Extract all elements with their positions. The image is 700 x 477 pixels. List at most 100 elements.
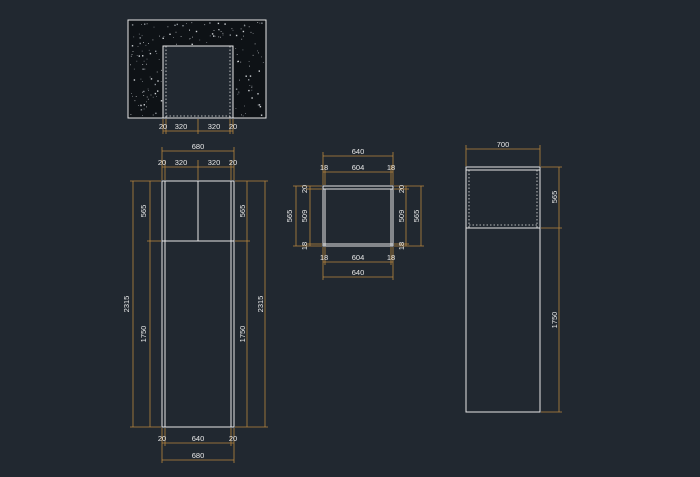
front-dim-right-lower: 1750 [238, 326, 247, 343]
granite-speckle [158, 59, 160, 60]
granite-speckle [189, 29, 190, 30]
granite-speckle [248, 61, 250, 62]
granite-speckle [146, 58, 148, 60]
granite-speckle [136, 60, 138, 62]
granite-speckle [243, 24, 246, 27]
granite-speckle [249, 75, 252, 77]
section-dim-label: 18 [320, 163, 328, 172]
granite-speckle [149, 52, 152, 55]
section-dim-label: 604 [352, 253, 365, 262]
granite-speckle [152, 114, 154, 116]
granite-speckle [252, 33, 254, 34]
granite-speckle [213, 35, 215, 37]
granite-speckle [169, 33, 171, 35]
granite-speckle [251, 85, 253, 87]
granite-speckle [153, 26, 155, 28]
section-dim-right-inner: 509 [397, 210, 406, 223]
granite-speckle [236, 54, 238, 55]
granite-speckle [238, 92, 240, 94]
granite-speckle [238, 91, 240, 93]
section-dim-left-small-top: 20 [300, 185, 309, 193]
section-dim-bottom-total-label: 640 [352, 268, 365, 277]
granite-speckle [259, 22, 261, 24]
granite-speckle [245, 113, 246, 114]
front-view: 680 20 320 320 20 565 1750 2315 565 1750… [122, 142, 268, 463]
granite-speckle [159, 35, 160, 37]
section-box-outline [322, 185, 394, 247]
granite-speckle [138, 33, 140, 35]
granite-speckle [156, 53, 158, 54]
granite-speckle [232, 29, 234, 31]
granite-speckle [248, 26, 250, 28]
granite-speckle [173, 37, 174, 38]
granite-speckle [131, 45, 134, 47]
granite-speckle [146, 101, 147, 103]
granite-speckle [218, 29, 220, 31]
granite-speckle [260, 114, 263, 116]
granite-speckle [250, 31, 252, 33]
granite-speckle [242, 30, 245, 33]
granite-speckle [214, 35, 216, 37]
granite-speckle [143, 104, 145, 106]
side-dim-right-upper: 565 [550, 191, 559, 204]
granite-speckle [140, 78, 142, 80]
granite-speckle [139, 37, 141, 39]
plan-dim-label: 320 [175, 122, 188, 131]
side-dim-top-width-label: 700 [497, 140, 510, 149]
granite-speckle [138, 105, 139, 106]
granite-speckle [251, 89, 253, 91]
granite-speckle [155, 112, 157, 114]
granite-speckle [235, 48, 237, 49]
front-dim-label: 20 [229, 158, 237, 167]
granite-speckle [142, 64, 144, 65]
granite-speckle [140, 109, 143, 111]
granite-speckle [131, 54, 133, 55]
granite-speckle [244, 105, 245, 107]
granite-speckle [147, 88, 149, 90]
granite-speckle [143, 108, 145, 110]
granite-speckle [157, 90, 159, 92]
granite-speckle [182, 25, 184, 27]
granite-speckle [152, 96, 154, 98]
front-dim-label: 20 [158, 434, 166, 443]
front-dim-bottom-total-label: 680 [192, 451, 205, 460]
granite-speckle [222, 32, 224, 34]
granite-speckle [138, 55, 140, 57]
granite-speckle [141, 50, 143, 52]
granite-speckle [231, 28, 233, 30]
granite-speckle [241, 38, 243, 40]
plan-dim-label: 20 [159, 122, 167, 131]
granite-speckle [248, 89, 250, 92]
granite-speckle [189, 38, 191, 40]
granite-speckle [252, 54, 254, 56]
granite-speckle [242, 115, 244, 117]
granite-speckle [241, 114, 242, 116]
granite-speckle [254, 43, 256, 45]
granite-speckle [133, 79, 136, 81]
granite-speckle [155, 50, 157, 52]
granite-speckle [259, 106, 262, 108]
granite-speckle [137, 46, 139, 47]
granite-speckle [142, 81, 143, 82]
granite-speckle [143, 60, 145, 62]
front-dim-right-upper: 565 [238, 205, 247, 218]
granite-speckle [132, 95, 133, 97]
granite-speckle [161, 69, 162, 71]
granite-speckle [220, 31, 222, 32]
granite-speckle [237, 61, 238, 63]
front-dim-label: 320 [175, 158, 188, 167]
granite-speckle [206, 42, 208, 43]
granite-speckle [237, 93, 239, 95]
front-dim-label: 320 [208, 158, 221, 167]
plan-view: 20 320 320 20 [127, 19, 267, 134]
granite-speckle [209, 35, 211, 37]
granite-speckle [258, 104, 261, 106]
granite-speckle [235, 88, 238, 90]
granite-speckle [261, 22, 263, 24]
granite-speckle [217, 22, 220, 25]
granite-speckle [152, 39, 154, 41]
granite-speckle [245, 75, 247, 77]
section-dim-left-inner: 509 [300, 210, 309, 223]
granite-speckle [189, 30, 190, 31]
